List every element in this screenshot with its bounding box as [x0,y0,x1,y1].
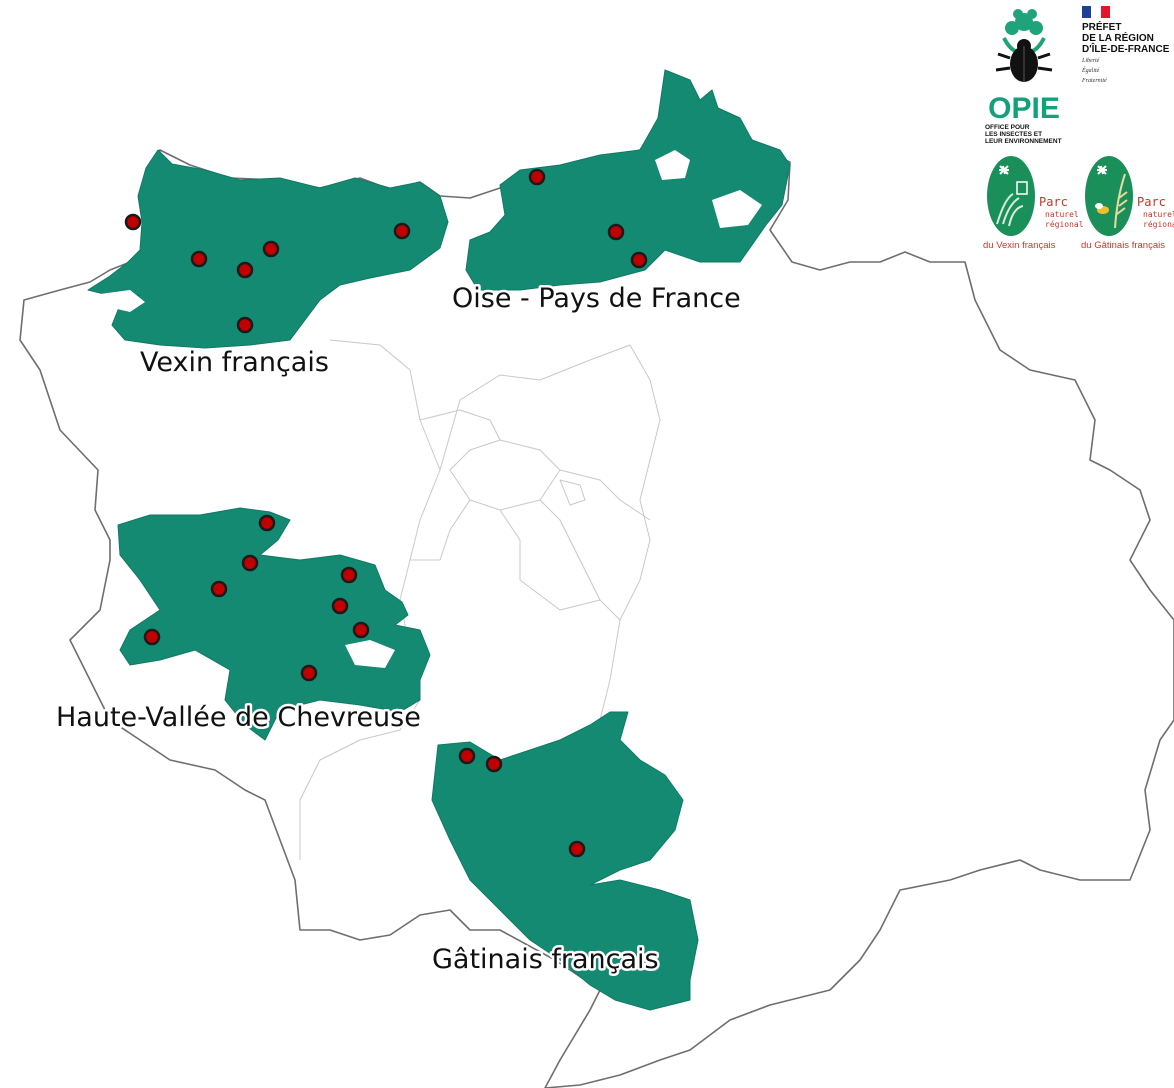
republic-flag-icon [1082,6,1110,18]
opie-wordmark: OPIE [988,92,1060,125]
site-marker[interactable] [236,261,254,279]
park-oise [465,69,791,291]
republic-motto: Liberté [1082,58,1100,64]
opie-subtitle: LEUR ENVIRONNEMENT [985,138,1062,145]
partner-logos: OPIE OFFICE POUR LES INSECTES ET LEUR EN… [975,0,1174,270]
site-marker[interactable] [393,222,411,240]
department-boundary [410,409,651,621]
pnr-vexin-emblem-icon [987,156,1035,236]
site-marker[interactable] [630,251,648,269]
opie-subtitle: LES INSECTES ET [985,131,1043,138]
park-label-chevreuse: Haute-Vallée de Chevreuse [56,702,421,733]
site-marker[interactable] [528,168,546,186]
pnr-gatinais-naturel: naturel [1143,210,1174,219]
site-marker[interactable] [485,755,503,773]
department-boundary [449,439,561,511]
park-chevreuse [117,507,431,741]
site-marker[interactable] [143,628,161,646]
republic-motto: Fraternité [1082,78,1107,84]
pnr-gatinais-regional: régional [1143,220,1174,229]
region-boundary [19,117,1174,1088]
site-markers [124,168,648,858]
stag-beetle-tree-icon [995,9,1053,82]
prefet-title: D'ÎLE-DE-FRANCE [1082,44,1170,55]
pnr-gatinais-logo: Parc naturel régional du Gâtinais frança… [1081,148,1174,258]
site-marker[interactable] [241,554,259,572]
pnr-gatinais-emblem-icon [1085,156,1133,236]
site-marker[interactable] [236,316,254,334]
republic-motto: Égalité [1082,68,1100,74]
pnr-gatinais-name: du Gâtinais français [1081,240,1165,251]
site-marker[interactable] [262,240,280,258]
site-marker[interactable] [210,580,228,598]
park-label-gatinais: Gâtinais français [432,944,659,975]
pnr-gatinais-parc: Parc [1137,195,1166,209]
pnr-vexin-parc: Parc [1039,195,1068,209]
park-gatinais [431,711,699,1011]
site-marker[interactable] [331,597,349,615]
park-label-vexin: Vexin français [140,347,329,378]
site-marker[interactable] [458,747,476,765]
site-marker[interactable] [568,840,586,858]
pnr-vexin-naturel: naturel [1045,210,1079,219]
pnr-vexin-regional: régional [1045,220,1084,229]
department-boundary [439,344,661,721]
department-boundary [499,479,601,611]
prefet-title: PRÉFET [1082,22,1122,33]
opie-logo: OPIE OFFICE POUR LES INSECTES ET LEUR EN… [979,6,1069,145]
site-marker[interactable] [190,250,208,268]
pnr-vexin-name: du Vexin français [983,240,1056,251]
prefet-title: DE LA RÉGION [1082,33,1154,44]
site-marker[interactable] [607,223,625,241]
park-label-oise: Oise - Pays de France [452,283,741,314]
site-marker[interactable] [352,621,370,639]
site-marker[interactable] [124,213,142,231]
pnr-vexin-logo: Parc naturel régional du Vexin français [983,148,1084,258]
site-marker[interactable] [258,514,276,532]
site-marker[interactable] [300,664,318,682]
site-marker[interactable] [340,566,358,584]
prefet-logo: PRÉFET DE LA RÉGION D'ÎLE-DE-FRANCE Libe… [1082,6,1174,85]
opie-subtitle: OFFICE POUR [985,124,1030,131]
